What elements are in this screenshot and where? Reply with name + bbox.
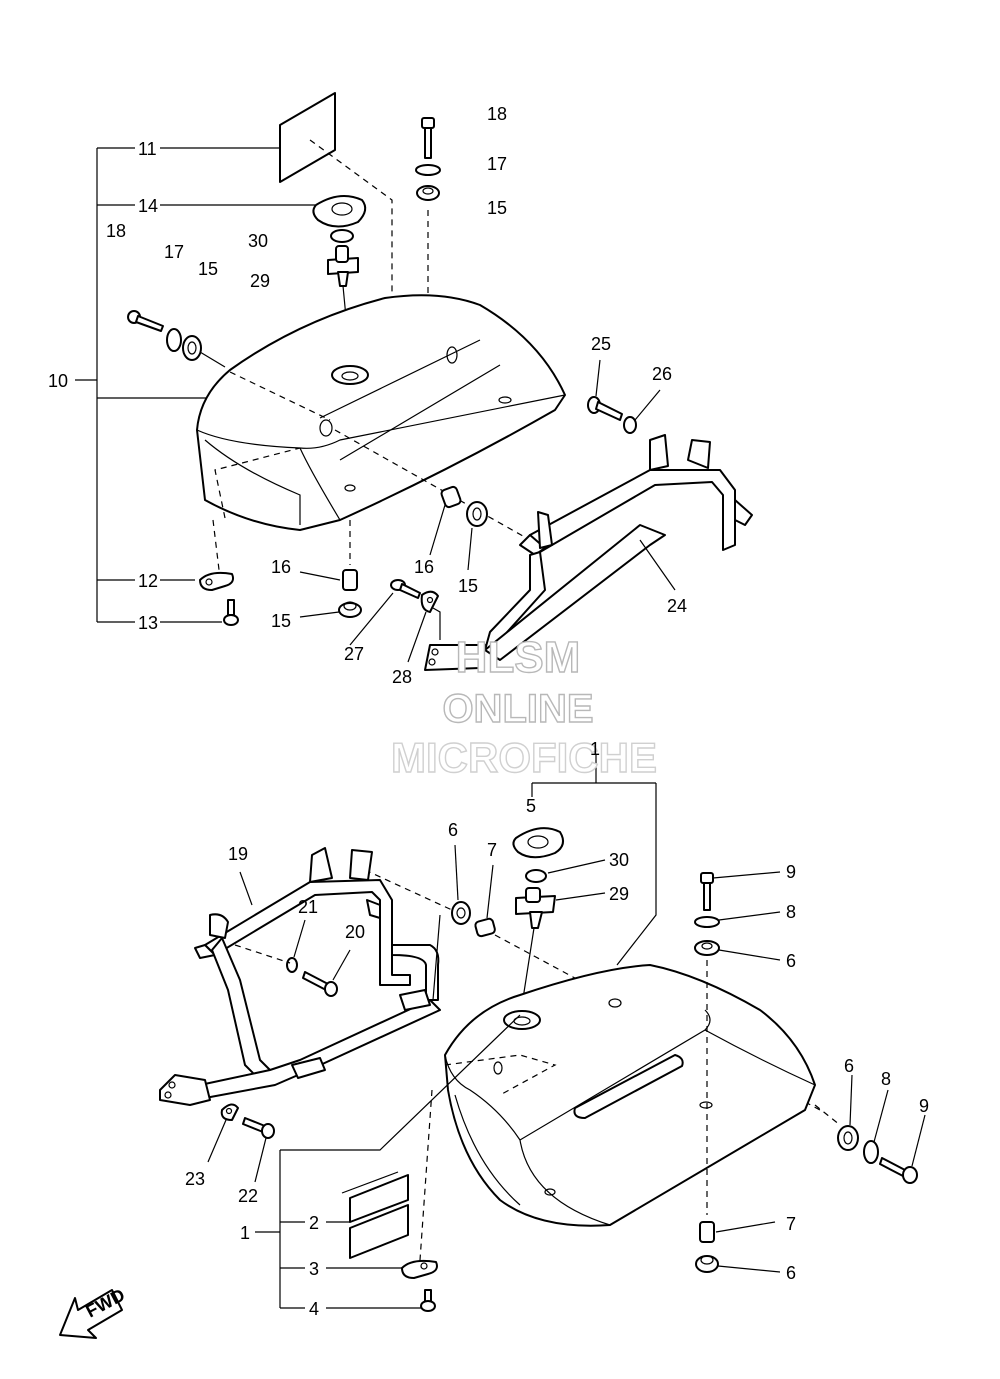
grommet-6-bottom xyxy=(695,1255,719,1273)
bracket-19 xyxy=(159,847,441,1106)
callout-28: 28 xyxy=(392,667,412,687)
callout-23: 23 xyxy=(185,1169,205,1189)
collar-16-bottom xyxy=(342,569,358,591)
callout-15-mid: 15 xyxy=(458,576,478,596)
washer-8-right xyxy=(863,1140,879,1164)
grommet-6-top xyxy=(694,940,720,956)
callout-17-right: 17 xyxy=(487,154,507,174)
callout-15-right: 15 xyxy=(487,198,507,218)
screw-4 xyxy=(420,1289,436,1312)
screw-13-top xyxy=(223,599,239,626)
callout-8-right: 8 xyxy=(881,1069,891,1089)
lock-29-top xyxy=(327,245,359,287)
grommet-15-bottom xyxy=(338,601,362,618)
callout-29-top: 29 xyxy=(250,271,270,291)
callout-21: 21 xyxy=(298,897,318,917)
callout-5: 5 xyxy=(526,796,536,816)
callout-24: 24 xyxy=(667,596,687,616)
callout-14: 14 xyxy=(138,196,158,216)
callout-1-top: 1 xyxy=(590,739,600,759)
callout-15-bottom: 15 xyxy=(271,611,291,631)
watermark-line-1: HLSM xyxy=(456,633,581,682)
label-plate-11 xyxy=(279,92,336,183)
collar-7-left xyxy=(474,917,496,938)
callout-30-bottom: 30 xyxy=(609,850,629,870)
bolt-9-right xyxy=(879,1157,918,1184)
saddlebag-1 xyxy=(444,964,816,1227)
callout-2: 2 xyxy=(309,1213,319,1233)
callout-numbers: 11 14 10 12 13 18 17 15 30 29 18 17 15 2… xyxy=(48,104,929,1319)
callout-13: 13 xyxy=(138,613,158,633)
callout-25: 25 xyxy=(591,334,611,354)
callout-3: 3 xyxy=(309,1259,319,1279)
callout-20: 20 xyxy=(345,922,365,942)
callout-12: 12 xyxy=(138,571,158,591)
callout-6-bottom: 6 xyxy=(786,1263,796,1283)
callout-11: 11 xyxy=(138,139,157,159)
callout-18-left: 18 xyxy=(106,221,126,241)
gasket-30-top xyxy=(330,229,354,243)
callout-6-right: 6 xyxy=(844,1056,854,1076)
callout-1-bottom: 1 xyxy=(240,1223,250,1243)
washer-17-right xyxy=(415,164,441,176)
grommet-15-left xyxy=(182,335,202,361)
callout-16-mid: 16 xyxy=(414,557,434,577)
bolt-18-right xyxy=(421,117,435,159)
bracket-24 xyxy=(424,434,753,671)
washer-17-left xyxy=(166,328,182,352)
washer-8-top xyxy=(694,916,720,928)
gasket-30-bottom xyxy=(525,869,547,883)
clip-12-top xyxy=(199,571,235,591)
callout-10: 10 xyxy=(48,371,68,391)
callout-9-top: 9 xyxy=(786,862,796,882)
cap-5 xyxy=(512,827,565,859)
label-plate-2 xyxy=(341,1171,409,1259)
saddlebag-10 xyxy=(196,294,566,531)
bolt-20 xyxy=(302,971,338,997)
plate-23 xyxy=(220,1103,239,1121)
grommet-6-left xyxy=(451,901,471,925)
callout-29-bottom: 29 xyxy=(609,884,629,904)
watermark-line-3: MICROFICHE xyxy=(391,734,657,781)
top-saddlebag-assembly xyxy=(75,92,753,671)
lock-29-bottom xyxy=(515,887,556,929)
washer-26 xyxy=(623,416,637,434)
bolt-27 xyxy=(390,579,421,599)
callout-7-left: 7 xyxy=(487,840,497,860)
callout-22: 22 xyxy=(238,1186,258,1206)
clip-3 xyxy=(401,1259,438,1279)
callout-8-top: 8 xyxy=(786,902,796,922)
callout-26: 26 xyxy=(652,364,672,384)
callout-18-right: 18 xyxy=(487,104,507,124)
grommet-6-right xyxy=(837,1125,859,1151)
watermark: HLSM ONLINE MICROFICHE xyxy=(390,632,657,781)
callout-19: 19 xyxy=(228,844,248,864)
washer-21 xyxy=(286,957,298,973)
bolt-18-left xyxy=(127,310,164,332)
collar-7-bottom xyxy=(699,1221,715,1243)
plate-28 xyxy=(420,590,439,613)
grommet-15-mid xyxy=(466,501,488,527)
callout-6-top: 6 xyxy=(786,951,796,971)
cap-14 xyxy=(312,195,367,228)
bolt-22 xyxy=(242,1117,275,1139)
callout-7-bottom: 7 xyxy=(786,1214,796,1234)
bolt-9-top xyxy=(700,872,714,911)
callout-6-left: 6 xyxy=(448,820,458,840)
collar-16-mid xyxy=(440,485,462,509)
bottom-saddlebag-assembly xyxy=(159,755,926,1312)
forward-arrow-icon: FWD xyxy=(59,1285,128,1339)
grommet-15-right xyxy=(416,185,440,201)
bolt-25 xyxy=(587,396,623,421)
callout-17-left: 17 xyxy=(164,242,184,262)
callout-15-left: 15 xyxy=(198,259,218,279)
callout-9-right: 9 xyxy=(919,1096,929,1116)
callout-30-top: 30 xyxy=(248,231,268,251)
callout-16-bottom: 16 xyxy=(271,557,291,577)
callout-4: 4 xyxy=(309,1299,319,1319)
callout-27: 27 xyxy=(344,644,364,664)
watermark-line-2: ONLINE xyxy=(442,687,593,731)
